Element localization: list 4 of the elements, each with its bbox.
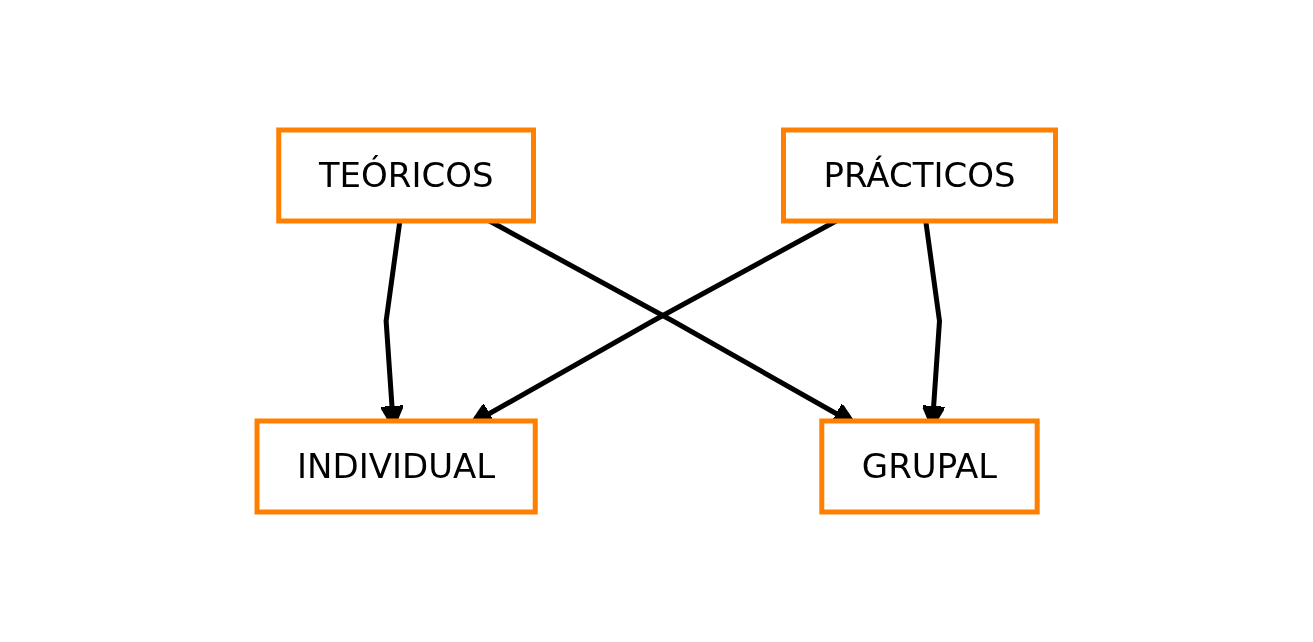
node-box: PRÁCTICOS: [781, 127, 1059, 224]
node-box: INDIVIDUAL: [254, 418, 538, 515]
node-box: TEÓRICOS: [276, 127, 537, 224]
node-box: GRUPAL: [819, 418, 1040, 515]
